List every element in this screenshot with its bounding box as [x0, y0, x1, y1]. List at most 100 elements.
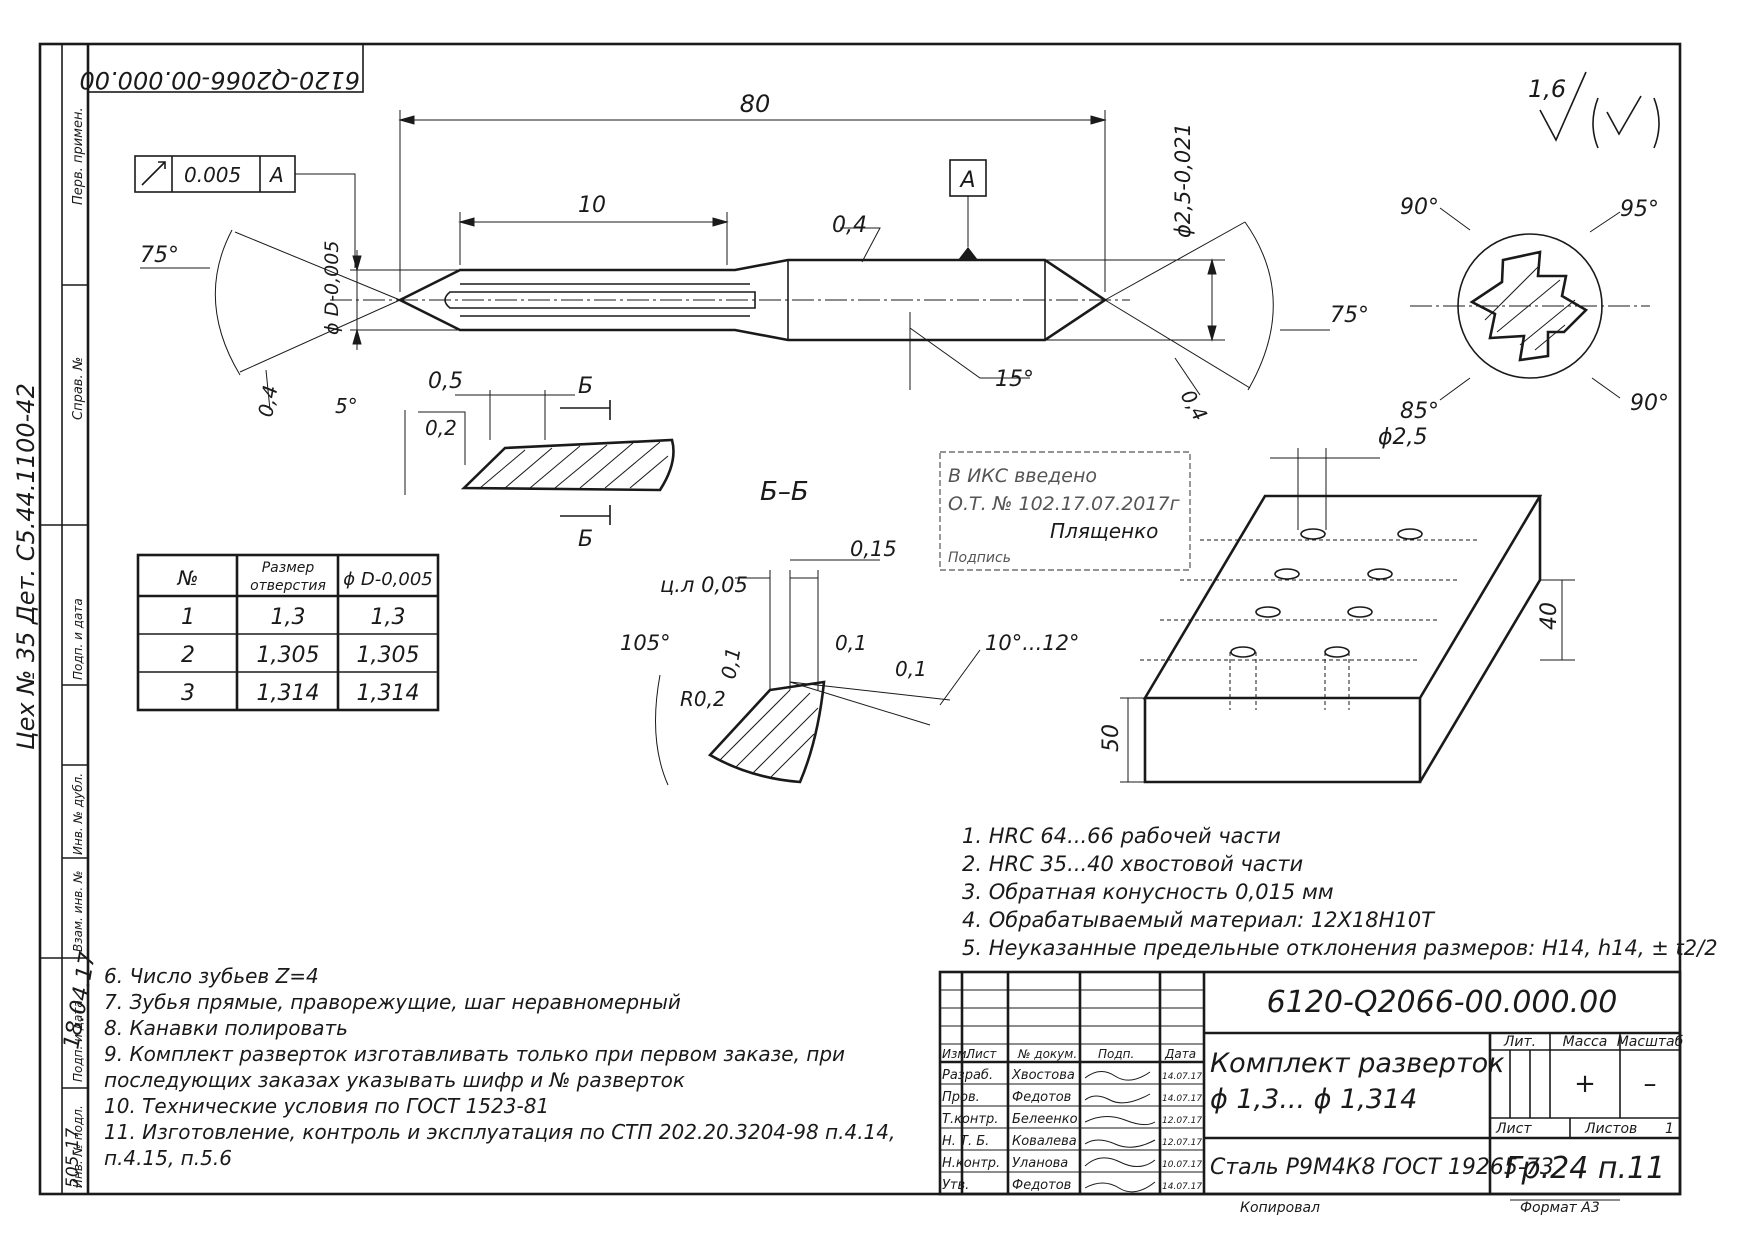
title-mass-label: Масса — [1563, 1034, 1608, 1050]
block-dim-50: 50 — [1099, 724, 1124, 752]
note-left-8: 8. Канавки полировать — [104, 1016, 348, 1040]
table-cell: 1,3 — [371, 605, 406, 630]
margin-label-vzam: Взам. инв. № — [71, 871, 85, 952]
table-cell: 1,314 — [257, 681, 320, 706]
margin-strip-cells — [40, 284, 88, 1089]
stamp-line2: О.Т. № 102.17.07.2017г — [948, 493, 1181, 515]
hdr-data: Дата — [1164, 1047, 1196, 1061]
cross-angle-90-tl: 90° — [1400, 195, 1439, 220]
stamp-line4: Подпись — [948, 550, 1011, 566]
dim-10-label: 10 — [578, 193, 606, 218]
outer-frame — [38, 42, 1682, 1196]
dim-tip-diameter — [350, 250, 460, 350]
date-cell: 12.07.17 — [1162, 1116, 1202, 1126]
table-cell: 1,314 — [357, 681, 420, 706]
name-cell: Хвостова — [1011, 1068, 1075, 1083]
title-name-line1: Комплект разверток — [1210, 1048, 1505, 1079]
cross-angle-85: 85° — [1400, 399, 1439, 424]
note-right-2: 2. HRC 35...40 хвостовой части — [962, 852, 1303, 876]
dim-05 — [455, 390, 575, 440]
name-cell: Ковалева — [1012, 1134, 1077, 1149]
role-cell: Утв. — [942, 1178, 969, 1193]
table-cell: 1,3 — [271, 605, 306, 630]
table-cell: 2 — [181, 643, 195, 668]
dim-02-label: 0,2 — [425, 416, 457, 440]
date-cell: 14.07.17 — [1162, 1094, 1202, 1104]
tooth-profile — [707, 680, 826, 784]
note-left-9a: 9. Комплект разверток изготавливать толь… — [104, 1042, 845, 1066]
date-cell: 14.07.17 — [1162, 1182, 1202, 1192]
margin-label-sprav: Справ. № — [71, 357, 86, 420]
dim-cl-005: ц.л 0,05 — [660, 573, 748, 597]
margin-label-podp2: Подп. и дата — [71, 1000, 85, 1082]
geo-tol-datum: A — [268, 163, 284, 187]
date-cell: 12.07.17 — [1162, 1138, 1202, 1148]
title-sheets-label: Листов — [1584, 1121, 1637, 1137]
block-dim-40: 40 — [1537, 602, 1562, 630]
angle-105: 105° — [620, 631, 671, 655]
cross-section — [1410, 207, 1650, 401]
dim-shank-diameter — [1045, 258, 1225, 342]
hdr-izm: Изм. — [942, 1047, 970, 1061]
roughness-check-icon — [1539, 71, 1587, 142]
title-block-grid — [938, 970, 1682, 1196]
title-material: Сталь Р9М4К8 ГОСТ 19265-73 — [1210, 1155, 1554, 1180]
date-cell: 10.07.17 — [1162, 1160, 1202, 1170]
margin-inv-value: 505-17 — [63, 1128, 83, 1188]
angle-75-left-arc — [214, 229, 241, 376]
ikc-stamp: В ИКС введено О.Т. № 102.17.07.2017г Пля… — [939, 451, 1191, 571]
note-left-7: 7. Зубья прямые, праворежущие, шаг нерав… — [104, 990, 681, 1014]
table-cell: 1 — [181, 605, 195, 630]
margin-label-perv: Перв. примен. — [71, 107, 86, 205]
datum-label: A — [958, 168, 975, 193]
reamer-flutes — [444, 283, 756, 317]
dim-80-label: 80 — [740, 90, 771, 118]
name-cell: Федотов — [1012, 1178, 1071, 1193]
footer-copied: Копировал — [1240, 1200, 1320, 1216]
note-right-1: 1. HRC 64...66 рабочей части — [962, 824, 1281, 848]
note-left-11a: 11. Изготовление, контроль и эксплуатаци… — [104, 1120, 895, 1144]
note-right-4: 4. Обрабатываемый материал: 12Х18Н10Т — [962, 908, 1436, 932]
section-title: Б–Б — [760, 477, 809, 507]
margin-label-inv: Инв. № подл. — [71, 1105, 85, 1188]
hdr-list: Лист — [965, 1047, 997, 1061]
role-cell: Н.контр. — [942, 1156, 1000, 1171]
section-b-bottom: Б — [578, 527, 593, 552]
note-left-11b: п.4.15, п.5.6 — [104, 1146, 232, 1170]
roughness-value: 1,6 — [1528, 75, 1566, 103]
title-doc-number: 6120-Q2066-00.000.00 — [1267, 985, 1618, 1020]
title-scale-label: Масштаб — [1617, 1034, 1684, 1050]
datum-box — [949, 159, 987, 197]
block-dims — [1120, 448, 1575, 783]
footer-format: Формат А3 — [1520, 1200, 1600, 1216]
cross-angle-90-br: 90° — [1630, 391, 1669, 416]
dim-04-left: 0,4 — [253, 383, 282, 418]
angle-10-12: 10°...12° — [985, 631, 1079, 655]
section-mark-top — [560, 400, 611, 420]
margin-date-value: 18.04.17 — [59, 950, 101, 1051]
side-stamp-text: Цех № 35 Дет. С5.44.1100-42 — [12, 383, 40, 750]
angle-15-leader — [909, 312, 1030, 390]
tooth-section — [460, 438, 675, 492]
profile-dims — [655, 559, 981, 786]
name-cell: Федотов — [1012, 1090, 1071, 1105]
table-header-d: ϕ D-0,005 — [343, 569, 432, 590]
block-hidden-holes — [1140, 539, 1480, 710]
runout-arrow-icon — [141, 161, 166, 186]
angle-75-left: 75° — [140, 243, 179, 268]
dim-04-top: 0,4 — [832, 213, 867, 238]
dim-04-right: 0,4 — [1176, 386, 1213, 426]
cross-angle-95: 95° — [1620, 197, 1659, 222]
table-cell: 1,305 — [357, 643, 420, 668]
dim-overall-length — [398, 110, 1107, 292]
role-cell: Н. Т. Б. — [942, 1134, 989, 1149]
table-header-size-2: отверстия — [250, 578, 326, 594]
hdr-dokum: № докум. — [1017, 1047, 1077, 1061]
date-cell: 14.07.17 — [1162, 1072, 1202, 1082]
dim-01-b: 0,1 — [835, 631, 867, 655]
dim-05-label: 0,5 — [428, 369, 463, 394]
angle-15: 15° — [995, 367, 1034, 392]
title-scale-value: – — [1644, 1069, 1657, 1099]
section-mark-bottom — [560, 505, 611, 525]
block-fixture — [1142, 494, 1543, 784]
